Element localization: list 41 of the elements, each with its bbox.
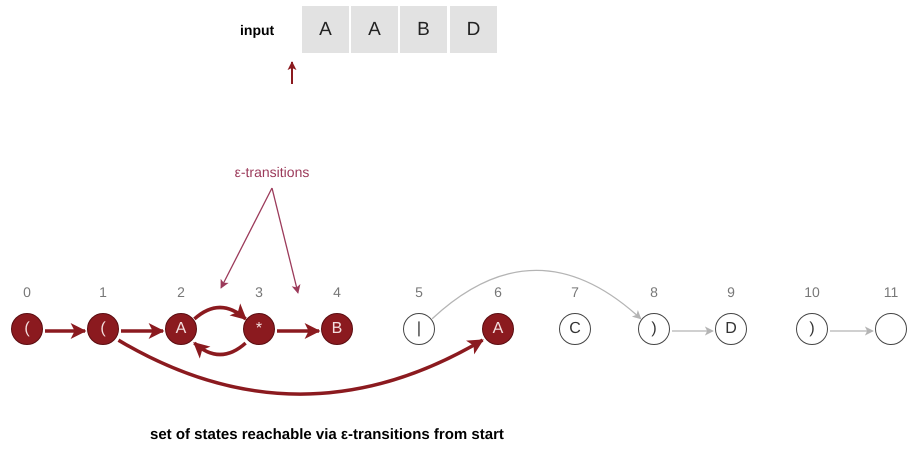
state-circle: A bbox=[482, 313, 514, 345]
tape-cell: A bbox=[351, 6, 398, 53]
arrow bbox=[277, 323, 321, 339]
caption: set of states reachable via ε-transitions from start bbox=[150, 426, 504, 443]
state-number: 10 bbox=[803, 283, 821, 301]
tape-cell: B bbox=[400, 6, 447, 53]
state-number: 8 bbox=[649, 283, 659, 301]
state-number: 6 bbox=[493, 283, 503, 301]
state-number: 7 bbox=[570, 283, 580, 301]
state-number: 5 bbox=[414, 283, 424, 301]
state-circle: A bbox=[165, 313, 197, 345]
tape-label: input bbox=[240, 22, 274, 38]
arrow bbox=[118, 338, 484, 396]
leader-line bbox=[271, 188, 300, 294]
arrow bbox=[45, 323, 87, 339]
state-circle: * bbox=[243, 313, 275, 345]
state-number: 4 bbox=[332, 283, 342, 301]
state-number: 0 bbox=[22, 283, 32, 301]
state-number: 1 bbox=[98, 283, 108, 301]
state-circle: B bbox=[321, 313, 353, 345]
arrow bbox=[672, 326, 714, 336]
arrow bbox=[193, 304, 247, 320]
arrow bbox=[830, 326, 874, 336]
arrow bbox=[121, 323, 165, 339]
state-number: 3 bbox=[254, 283, 264, 301]
tape-cell: D bbox=[450, 6, 497, 53]
leader-line bbox=[220, 188, 273, 289]
state-number: 2 bbox=[176, 283, 186, 301]
state-circle: ( bbox=[87, 313, 119, 345]
state-circle: D bbox=[715, 313, 747, 345]
state-number: 11 bbox=[882, 283, 900, 301]
arrow bbox=[193, 342, 247, 358]
arrow bbox=[432, 270, 642, 320]
state-circle: C bbox=[559, 313, 591, 345]
tape-cell: A bbox=[302, 6, 349, 53]
annotation-text: ε-transitions bbox=[212, 164, 332, 180]
state-number: 9 bbox=[726, 283, 736, 301]
state-circle: ) bbox=[638, 313, 670, 345]
state-circle: ( bbox=[11, 313, 43, 345]
state-circle: | bbox=[403, 313, 435, 345]
state-circle: ) bbox=[796, 313, 828, 345]
